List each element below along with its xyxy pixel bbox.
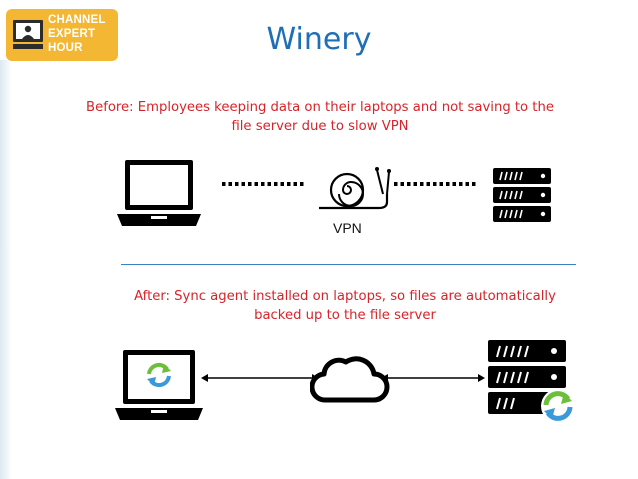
presenter-icon [13, 20, 43, 49]
server-icon [493, 168, 551, 222]
side-accent [0, 60, 12, 479]
logo-line-1: CHANNEL [48, 14, 106, 26]
double-arrow-line-left [201, 374, 319, 382]
laptop-icon [117, 160, 201, 226]
cloud-icon [310, 356, 390, 403]
logo-text: CHANNEL EXPERT HOUR [48, 13, 118, 55]
section-divider [121, 264, 576, 265]
vpn-label: VPN [333, 220, 362, 236]
dotted-line-right [394, 182, 476, 186]
channel-expert-hour-logo: CHANNEL EXPERT HOUR [6, 9, 118, 61]
sync-icon [543, 391, 573, 421]
slide-title: Winery [266, 22, 372, 57]
logo-line-3: HOUR [48, 42, 83, 54]
double-arrow-line-right [381, 374, 485, 382]
server-sync-icon [488, 340, 575, 423]
snail-icon [319, 167, 391, 210]
dotted-line-left [222, 182, 304, 186]
before-caption: Before: Employees keeping data on their … [86, 100, 554, 134]
sync-icon [147, 362, 171, 388]
after-caption: After: Sync agent installed on laptops, … [134, 289, 556, 323]
logo-line-2: EXPERT [48, 28, 96, 40]
laptop-sync-icon [115, 350, 203, 420]
